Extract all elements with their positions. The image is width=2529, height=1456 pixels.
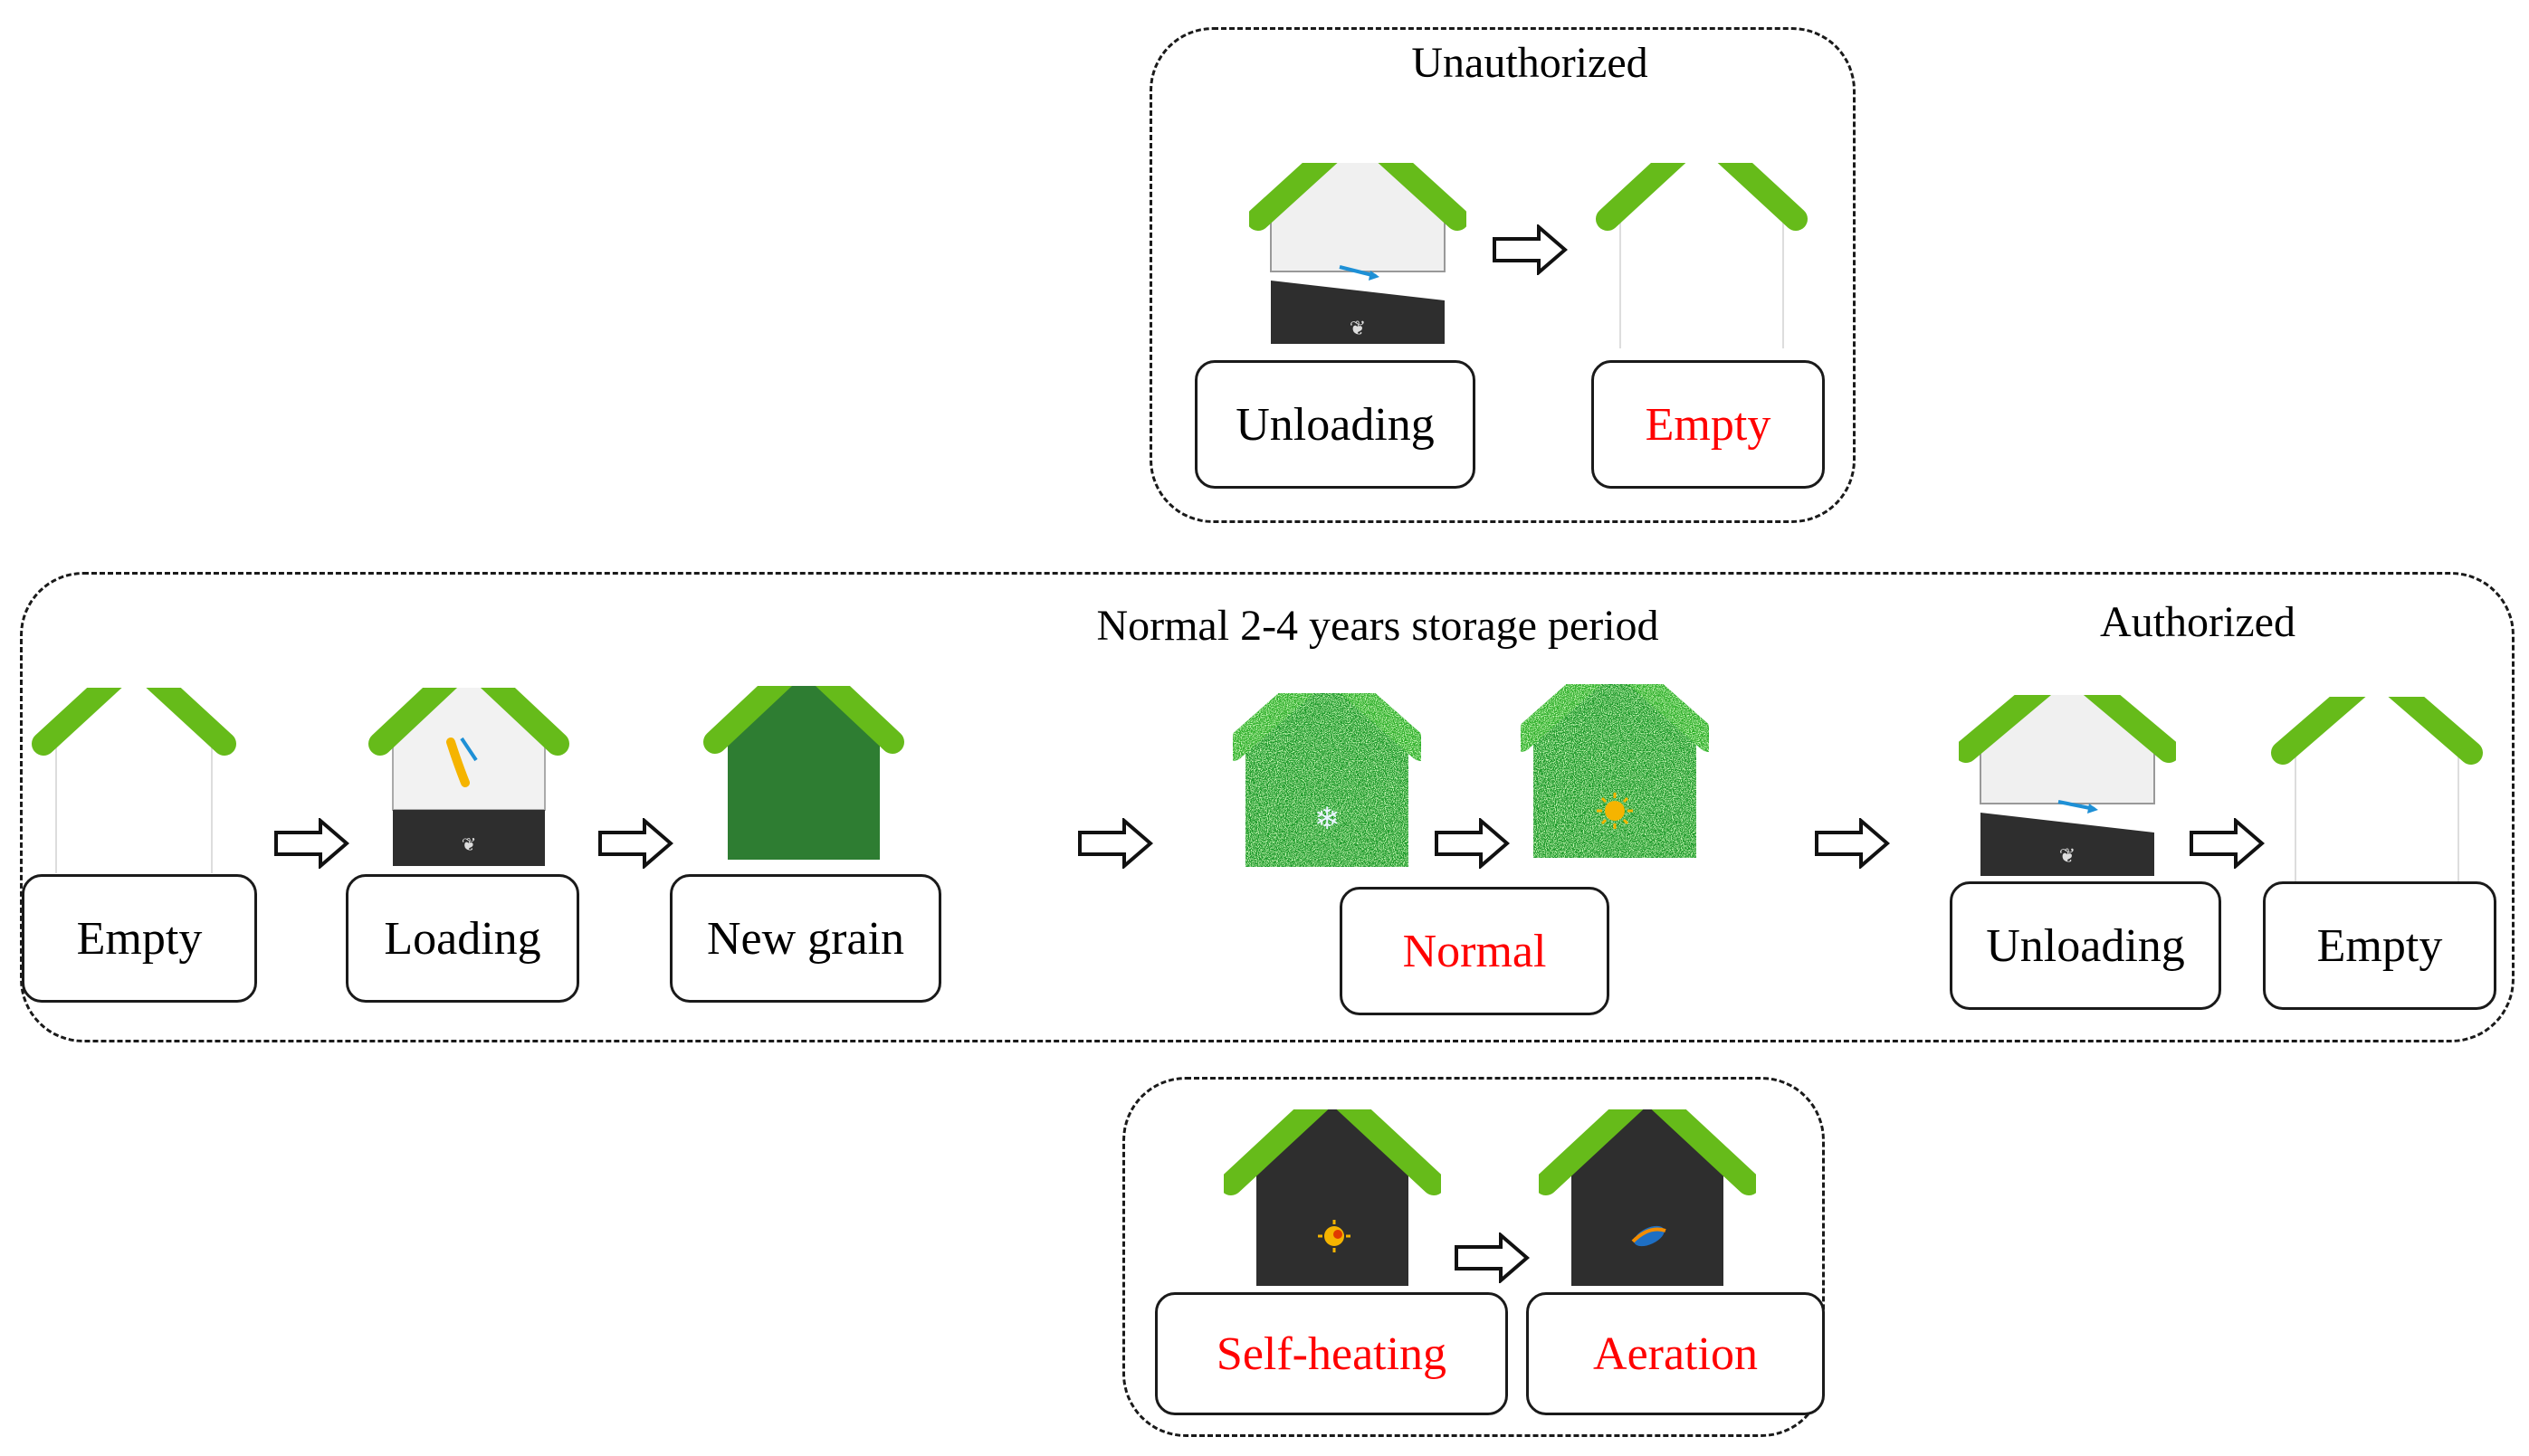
right-arrow-icon <box>1078 818 1153 869</box>
aeration-house-icon <box>1539 1109 1756 1286</box>
new-grain-label: New grain <box>670 874 941 1003</box>
unauthorized-title: Unauthorized <box>1411 39 1648 87</box>
empty-house-icon <box>2271 697 2483 882</box>
empty-house-icon <box>1596 163 1808 348</box>
right-arrow-icon <box>1493 224 1568 275</box>
self-heating-label: Self-heating <box>1155 1292 1508 1415</box>
loading-label: Loading <box>346 874 579 1003</box>
self-heating-house-icon <box>1224 1109 1441 1286</box>
right-arrow-icon <box>1815 818 1890 869</box>
svg-text:❦: ❦ <box>2059 845 2076 868</box>
right-arrow-icon <box>1435 818 1510 869</box>
unauthorized-unloading-label: Unloading <box>1195 360 1475 489</box>
authorized-title: Authorized <box>2100 598 2295 646</box>
aeration-label: Aeration <box>1526 1292 1825 1415</box>
right-arrow-icon <box>2190 818 2265 869</box>
storage-period-title: Normal 2-4 years storage period <box>1096 602 1659 650</box>
authorized-empty-label: Empty <box>2263 881 2496 1010</box>
unloading-house-icon: ❦ <box>1249 163 1466 344</box>
empty-house-icon <box>32 688 236 873</box>
right-arrow-icon <box>1455 1232 1530 1283</box>
right-arrow-icon <box>274 818 349 869</box>
normal-cold-house-icon: ❄ <box>1221 693 1433 867</box>
normal-warm-house-icon <box>1509 684 1721 858</box>
svg-text:❦: ❦ <box>1350 318 1366 340</box>
empty-start-label: Empty <box>22 874 257 1003</box>
storage-period-group <box>20 572 2515 1042</box>
abnormal-group <box>1122 1077 1825 1437</box>
authorized-unloading-label: Unloading <box>1950 881 2221 1010</box>
new-grain-house-icon <box>703 686 904 860</box>
unloading-house-icon: ❦ <box>1959 695 2176 876</box>
svg-text:❄: ❄ <box>1314 801 1341 837</box>
normal-label: Normal <box>1340 887 1609 1015</box>
unauthorized-empty-label: Empty <box>1591 360 1825 489</box>
svg-text:❦: ❦ <box>462 833 477 855</box>
right-arrow-icon <box>598 818 673 869</box>
loading-house-icon: ❦ <box>368 688 569 866</box>
unauthorized-group <box>1150 27 1856 523</box>
